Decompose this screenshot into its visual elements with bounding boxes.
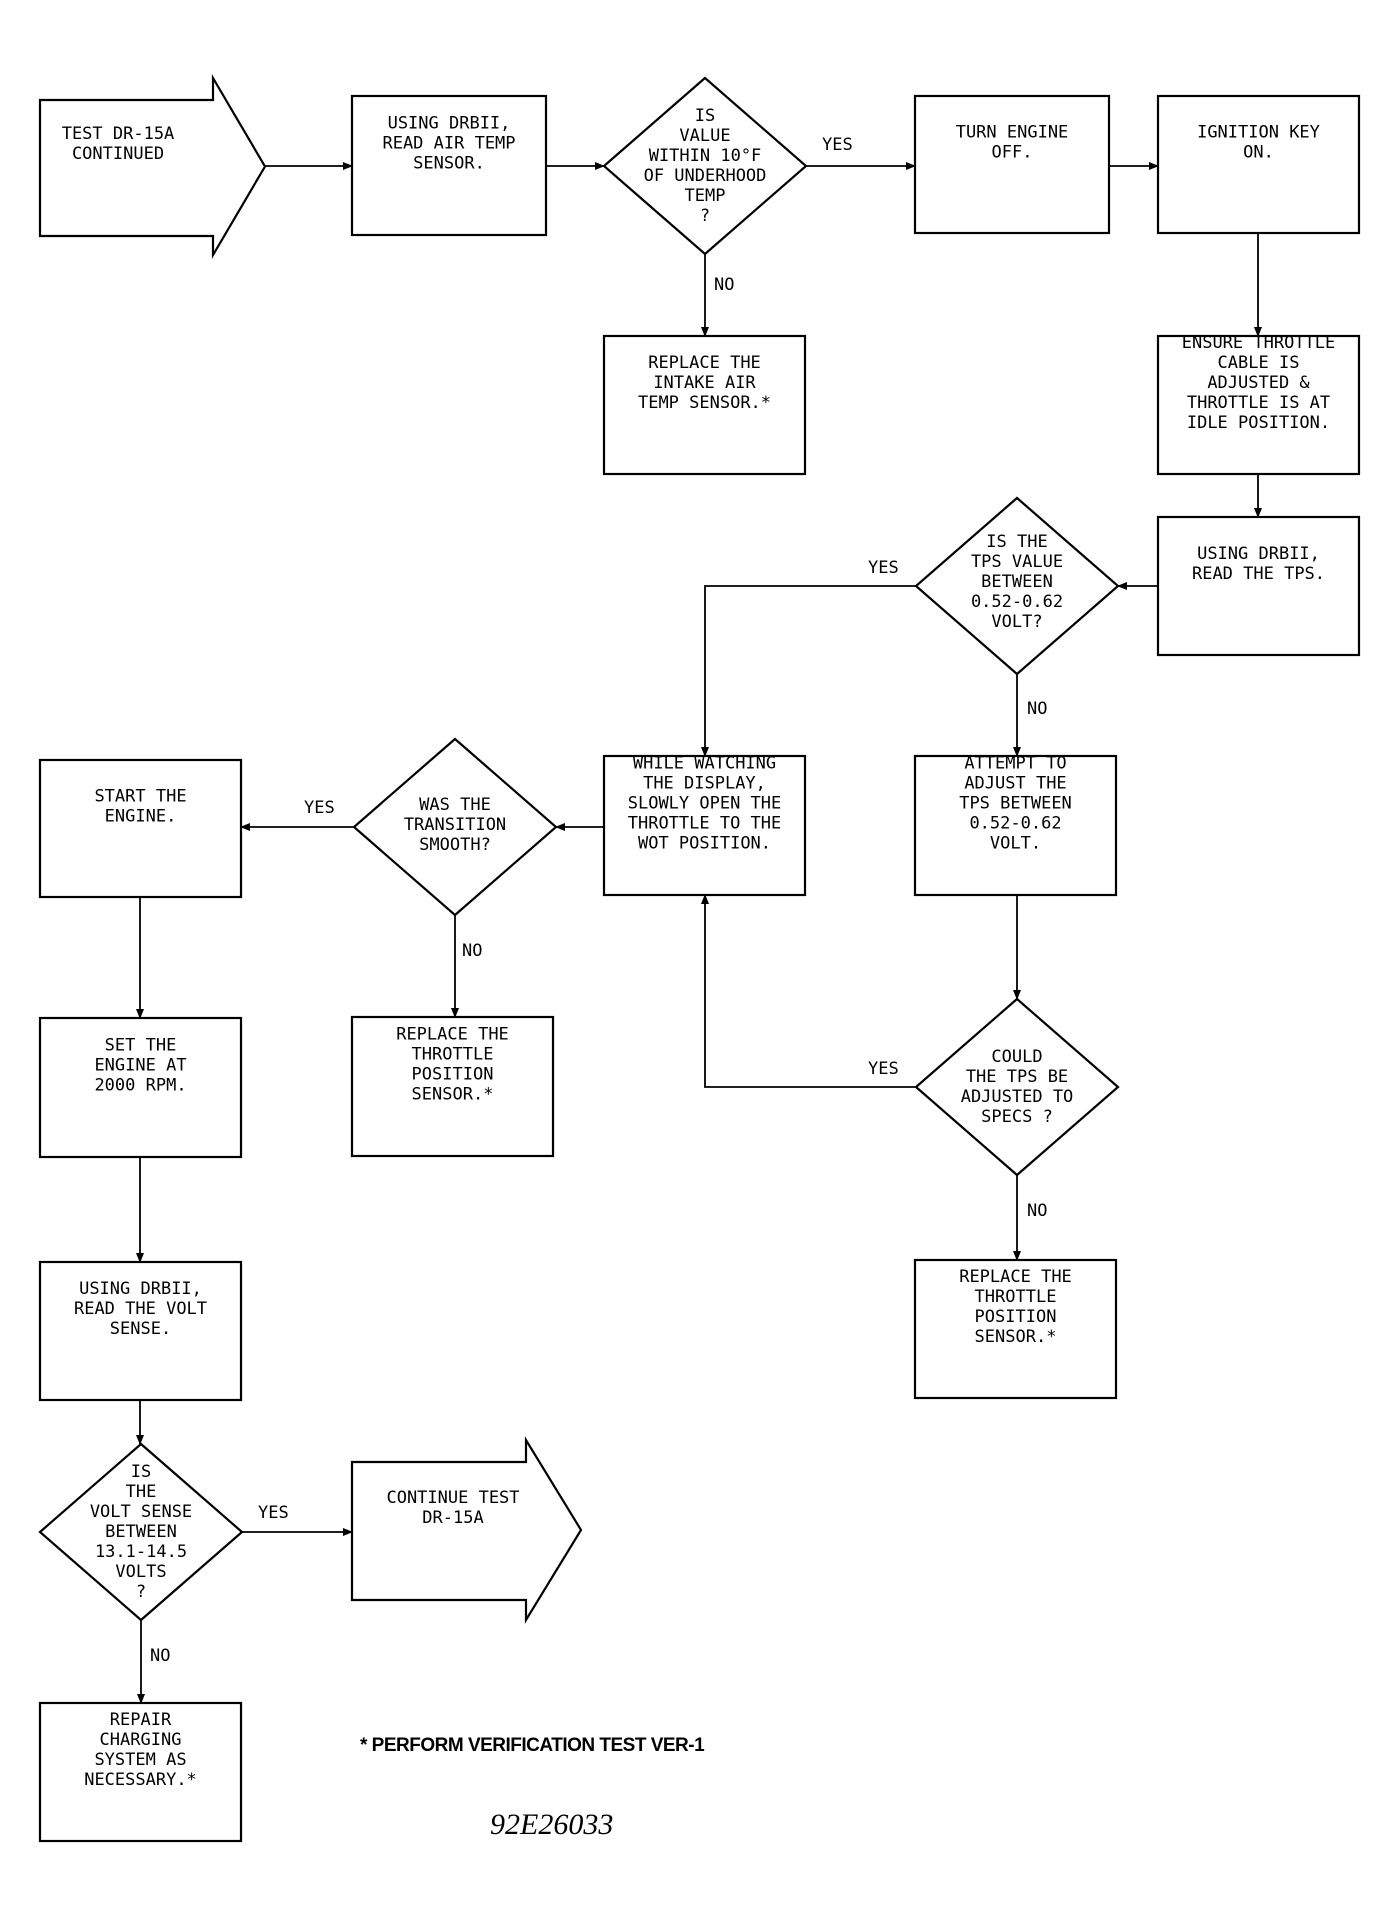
connector-labels: YES NO YES NO YES NO YES NO YES NO bbox=[150, 135, 1047, 1666]
connector-line bbox=[701, 894, 916, 1088]
read-tps-box: USING DRBII,READ THE TPS. bbox=[1156, 515, 1361, 657]
connector-label-no: NO bbox=[1027, 699, 1047, 719]
connector-label-yes: YES bbox=[822, 135, 853, 155]
connector-label-yes: YES bbox=[258, 1503, 289, 1523]
connector-label-no: NO bbox=[150, 1646, 170, 1666]
connector-label-no: NO bbox=[462, 941, 482, 961]
connector-label-yes: YES bbox=[304, 798, 335, 818]
connector-line bbox=[701, 585, 916, 757]
figure-id: 92E26033 bbox=[490, 1808, 614, 1841]
connector-label-no: NO bbox=[1027, 1201, 1047, 1221]
verification-footnote: * PERFORM VERIFICATION TEST VER-1 bbox=[360, 1735, 705, 1756]
connectors bbox=[136, 162, 1262, 1704]
connector-label-yes: YES bbox=[868, 1059, 899, 1079]
connector-label-no: NO bbox=[714, 275, 734, 295]
connector-label-yes: YES bbox=[868, 558, 899, 578]
read_tps-text: USING DRBII,READ THE TPS. bbox=[1192, 544, 1325, 584]
